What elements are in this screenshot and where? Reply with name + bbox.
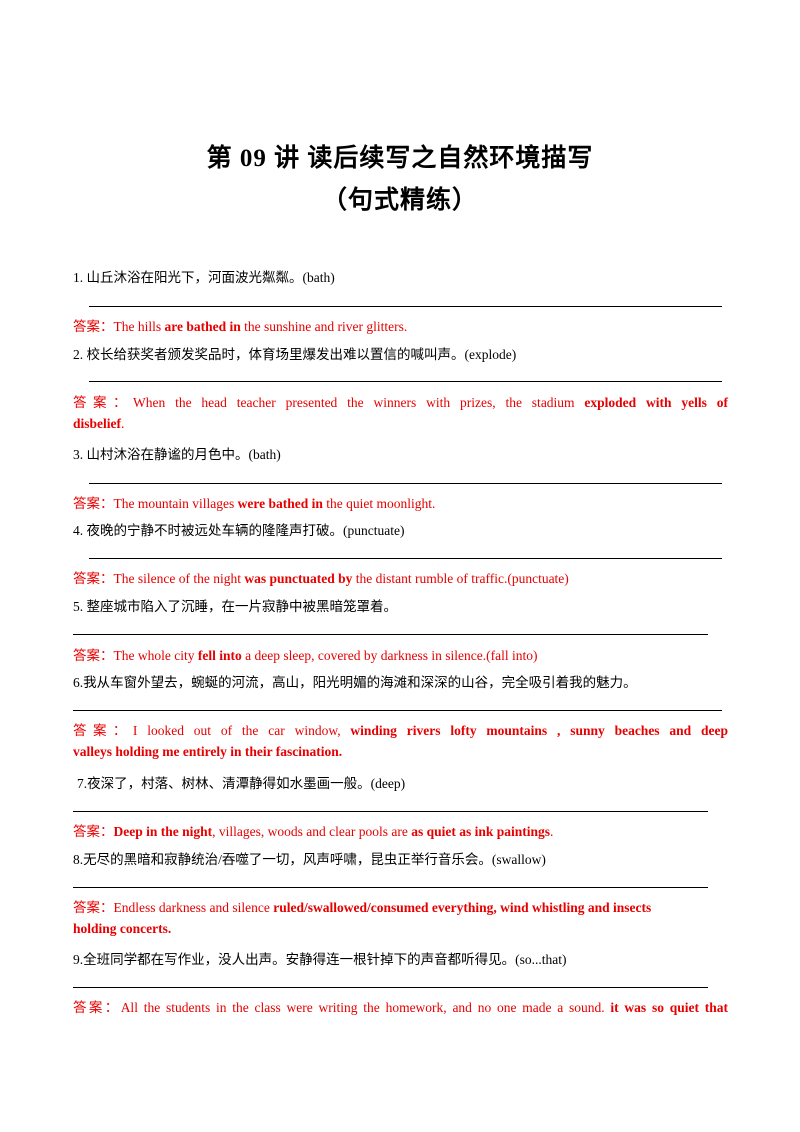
question-7: 7.夜深了，村落、树林、清潭静得如水墨画一般。(deep) [77, 776, 406, 791]
answer-line-2 [89, 381, 722, 382]
page-subtitle: （句式精练） [321, 187, 478, 214]
answer-9: 答案：All the students in the class were wr… [73, 1000, 728, 1015]
question-8: 8.无尽的黑暗和寂静统治/吞噬了一切，风声呼啸，昆虫正举行音乐会。(swallo… [73, 852, 546, 867]
question-9: 9.全班同学都在写作业，没人出声。安静得连一根针掉下的声音都听得见。(so...… [73, 952, 567, 967]
question-4: 4. 夜晚的宁静不时被远处车辆的隆隆声打破。(punctuate) [73, 523, 405, 538]
answer-4: 答案：The silence of the night was punctuat… [73, 571, 569, 586]
answer-line-7 [73, 811, 708, 812]
answer-5: 答案：The whole city fell into a deep sleep… [73, 648, 538, 663]
answer-2: 答案：When the head teacher presented the w… [73, 395, 729, 431]
answer-7: 答案：Deep in the night, villages, woods an… [73, 824, 554, 839]
answer-line-8 [73, 887, 708, 888]
answer-3: 答案：The mountain villages were bathed in … [73, 496, 436, 511]
answer-6: 答案：I looked out of the car window, windi… [73, 723, 728, 759]
answer-line-4 [89, 558, 722, 559]
answer-label: 答案： [73, 824, 114, 839]
answer-line-9 [73, 987, 708, 988]
answer-label: 答案： [73, 648, 114, 663]
answer-label: 答案： [73, 571, 114, 586]
question-2: 2. 校长给获奖者颁发奖品时，体育场里爆发出难以置信的喊叫声。(explode) [73, 347, 517, 362]
answer-label: 答案： [73, 395, 133, 410]
question-5: 5. 整座城市陷入了沉睡，在一片寂静中被黑暗笼罩着。 [73, 599, 397, 614]
answer-label: 答案： [73, 723, 133, 738]
answer-line-1 [89, 306, 722, 307]
answer-label: 答案： [73, 1000, 121, 1015]
answer-label: 答案： [73, 496, 114, 511]
question-1: 1. 山丘沐浴在阳光下，河面波光粼粼。(bath) [73, 270, 335, 285]
answer-line-3 [89, 483, 722, 484]
answer-line-5 [73, 634, 708, 635]
question-3: 3. 山村沐浴在静谧的月色中。(bath) [73, 447, 281, 462]
answer-1: 答案：The hills are bathed in the sunshine … [73, 319, 408, 334]
question-6: 6.我从车窗外望去，蜿蜒的河流，高山，阳光明媚的海滩和深深的山谷，完全吸引着我的… [73, 675, 637, 690]
page-title: 第 09 讲 读后续写之自然环境描写 [206, 145, 594, 172]
answer-8: 答案：Endless darkness and silence ruled/sw… [73, 900, 652, 936]
answer-line-6 [73, 710, 722, 711]
answer-label: 答案： [73, 900, 114, 915]
answer-label: 答案： [73, 319, 114, 334]
